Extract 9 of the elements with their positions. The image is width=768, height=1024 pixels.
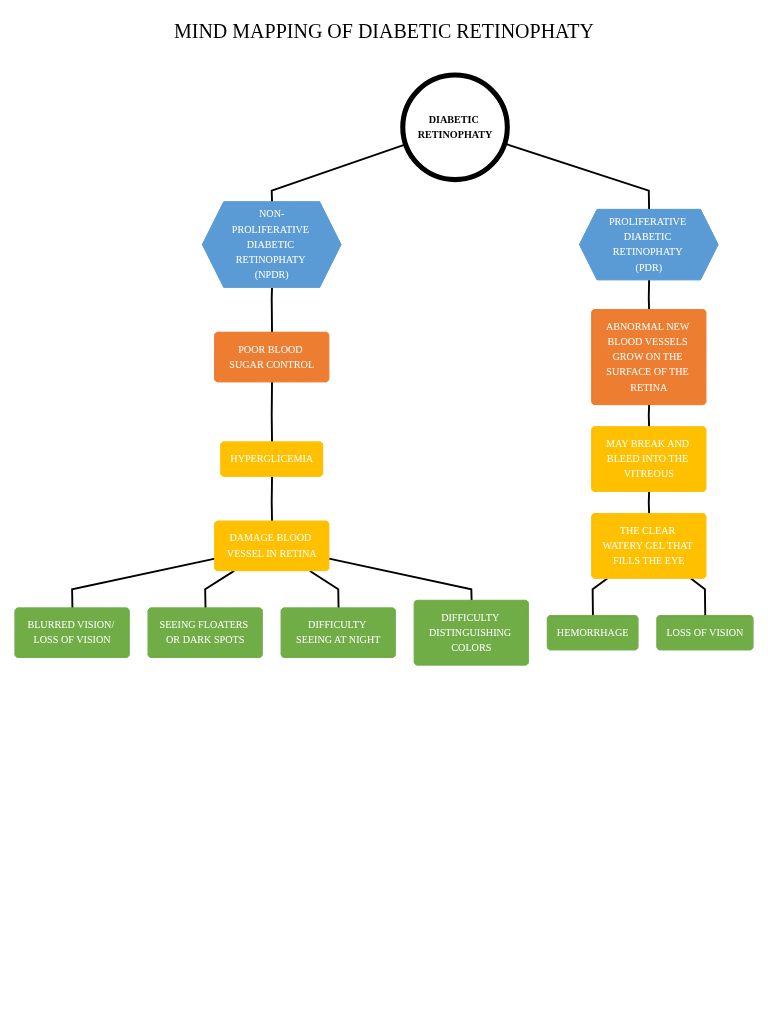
connector [647, 279, 651, 311]
node-circle: DIABETIC RETINOPHATY [400, 72, 510, 183]
connector [270, 286, 273, 334]
connector [270, 475, 273, 523]
connector [591, 577, 609, 617]
diagram-title: MIND MAPPING OF DIABETIC RETINOPHATY [174, 20, 594, 43]
connector [328, 557, 473, 602]
connector [647, 490, 651, 515]
connector [689, 577, 707, 617]
